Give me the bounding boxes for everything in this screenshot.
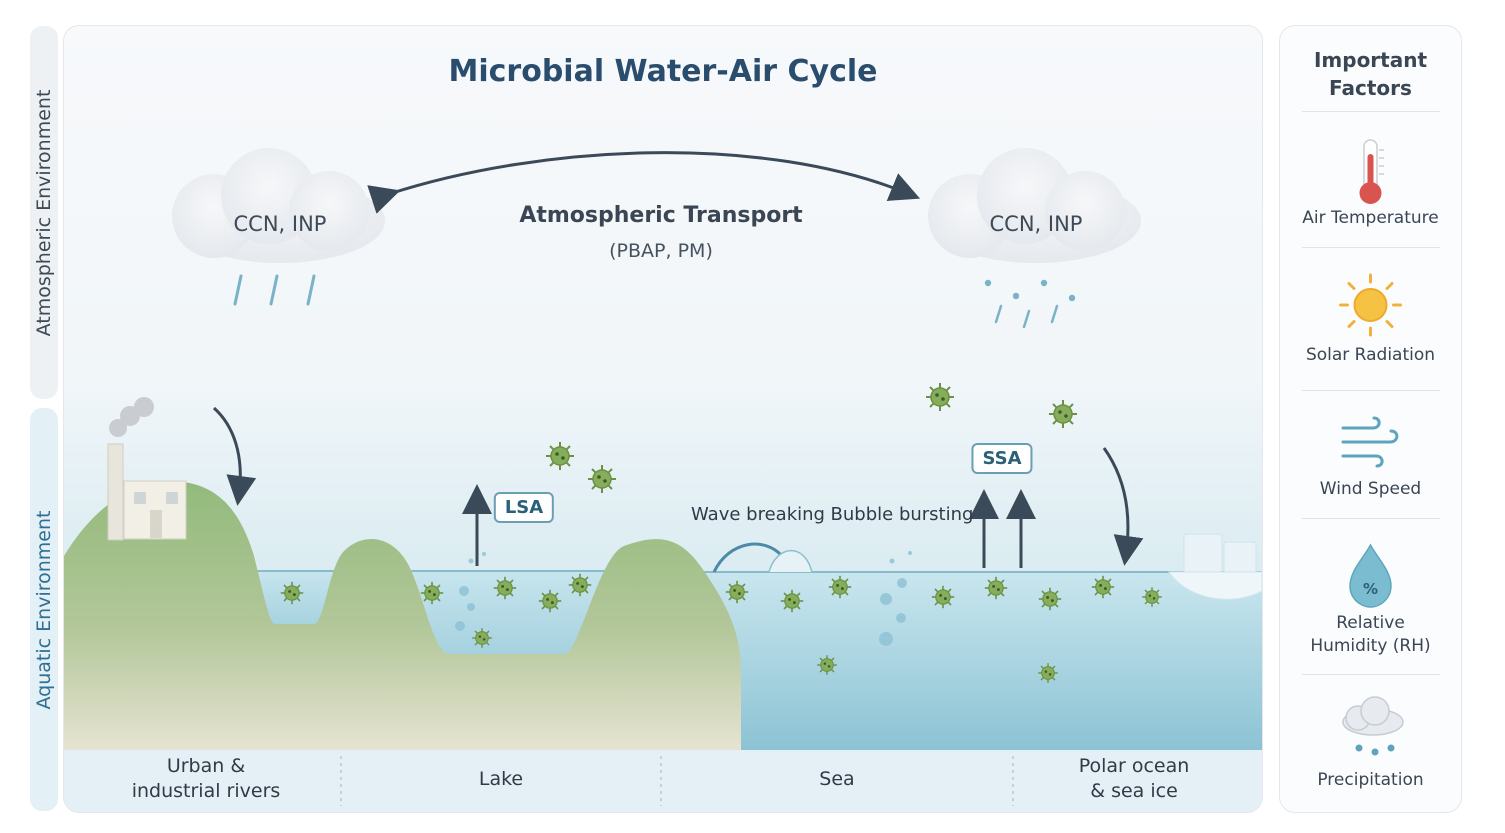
diagram-scene [64,26,1262,812]
left-deposition-arrow [212,406,257,506]
diagram-panel: Microbial Water-Air Cycle CCN, INP CCN, … [63,25,1263,813]
wind-speed-label: Wind Speed [1319,479,1422,499]
region-lake: Lake [478,768,524,790]
precipitation-cloud-icon [1342,696,1404,756]
aquatic-environment-label: Aquatic Environment [33,510,55,710]
ssa-emission-arrows [969,489,1036,568]
region-urban-rivers: Urban & industrial rivers [131,755,281,802]
thermometer-icon [1359,139,1384,204]
land-hills [64,481,741,750]
factor-divider-3 [1302,518,1440,519]
precipitation-label: Precipitation [1317,770,1424,790]
air-temperature-label: Air Temperature [1302,208,1439,228]
relative-humidity-label: Relative Humidity (RH) [1310,613,1431,656]
diagram-title: Microbial Water-Air Cycle [448,54,878,89]
lsa-badge: LSA [493,492,555,523]
atmospheric-environment-label: Atmospheric Environment [33,89,55,337]
sea-ice-icon [1168,533,1262,600]
sun-icon [1339,273,1402,337]
region-sea: Sea [819,768,855,790]
breaking-wave-icon [712,542,813,573]
factor-divider-4 [1302,674,1440,675]
left-cloud [172,148,385,263]
factory-icon [107,397,187,541]
left-rain [233,274,316,306]
factor-divider-2 [1302,390,1440,391]
factors-title-divider [1302,111,1440,112]
bubbles [455,551,912,646]
wave-breaking-label: Wave breaking [691,504,825,525]
ssa-badge: SSA [971,443,1033,474]
bubble-bursting-label: Bubble bursting [830,504,974,525]
atmospheric-transport-arrow [367,151,921,214]
svg-text:%: % [1363,580,1378,598]
right-cloud-label: CCN, INP [989,212,1083,236]
transport-title: Atmospheric Transport [519,203,803,228]
left-cloud-label: CCN, INP [233,212,327,236]
atmospheric-side-tab [30,26,58,399]
important-factors-panel: Important Factors Air Temperature Solar … [1279,25,1462,813]
region-polar-ocean: Polar ocean & sea ice [1078,755,1190,802]
right-cloud [928,148,1141,263]
solar-radiation-label: Solar Radiation [1305,345,1436,365]
region-dividers [340,756,1014,806]
right-deposition-arrow [1102,447,1144,566]
factor-divider-1 [1302,247,1440,248]
factors-title: Important Factors [1313,48,1428,100]
aquatic-side-tab [30,408,58,811]
transport-subtitle: (PBAP, PM) [609,240,713,262]
right-precipitation [984,279,1076,329]
humidity-drop-icon: % [1349,543,1392,608]
wind-icon [1341,416,1399,468]
region-label-strip [64,750,1262,812]
